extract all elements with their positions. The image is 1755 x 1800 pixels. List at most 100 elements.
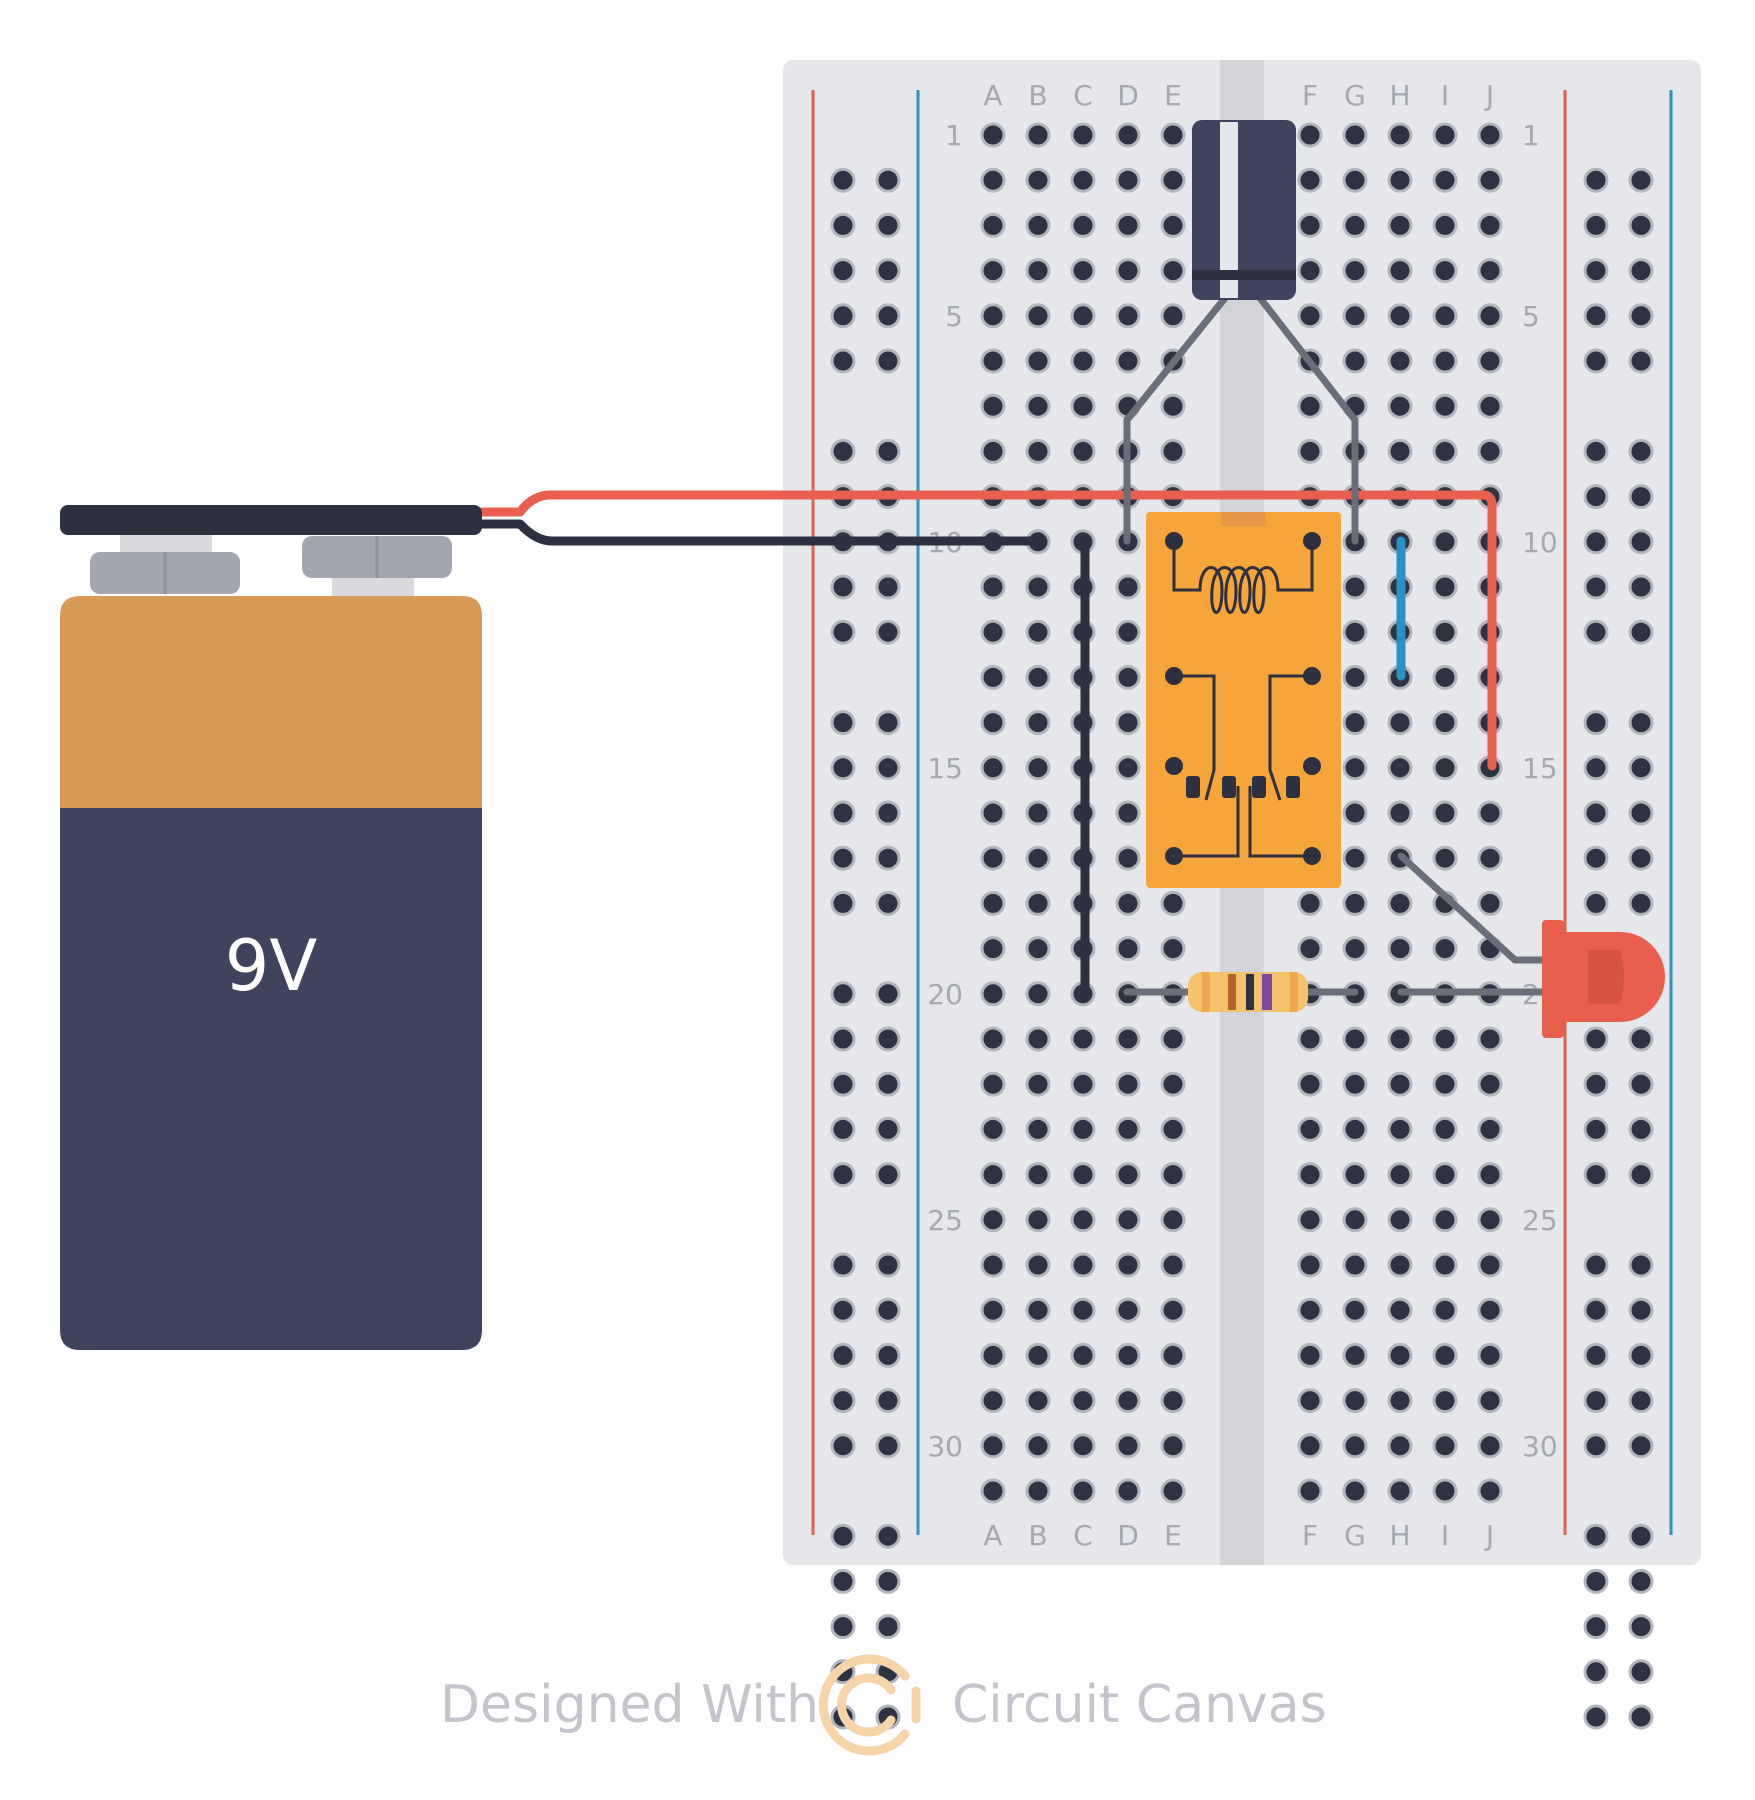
breadboard-hole[interactable] (1342, 619, 1368, 645)
breadboard-hole[interactable] (1297, 1162, 1323, 1188)
breadboard-hole[interactable] (1342, 936, 1368, 962)
breadboard-hole[interactable] (1070, 1071, 1096, 1097)
rail-hole[interactable] (875, 800, 901, 826)
breadboard-hole[interactable] (1160, 1026, 1186, 1052)
breadboard-hole[interactable] (1432, 755, 1458, 781)
breadboard-hole[interactable] (1387, 1116, 1413, 1142)
breadboard-hole[interactable] (1025, 1162, 1051, 1188)
breadboard-hole[interactable] (980, 619, 1006, 645)
rail-hole[interactable] (830, 574, 856, 600)
breadboard-hole[interactable] (1160, 1433, 1186, 1459)
breadboard-hole[interactable] (1387, 1252, 1413, 1278)
breadboard-hole[interactable] (1387, 122, 1413, 148)
breadboard-hole[interactable] (1432, 529, 1458, 555)
breadboard-hole[interactable] (1160, 1252, 1186, 1278)
breadboard-hole[interactable] (1297, 936, 1323, 962)
breadboard-hole[interactable] (1387, 1026, 1413, 1052)
rail-hole[interactable] (830, 1297, 856, 1323)
rail-hole[interactable] (830, 1162, 856, 1188)
rail-hole[interactable] (875, 258, 901, 284)
breadboard-hole[interactable] (1115, 303, 1141, 329)
rail-hole[interactable] (1628, 1568, 1654, 1594)
breadboard-hole[interactable] (1160, 1297, 1186, 1323)
breadboard-hole[interactable] (1115, 348, 1141, 374)
breadboard-hole[interactable] (1477, 212, 1503, 238)
rail-hole[interactable] (1628, 1026, 1654, 1052)
breadboard-hole[interactable] (1297, 1433, 1323, 1459)
rail-hole[interactable] (830, 1342, 856, 1368)
breadboard-hole[interactable] (1025, 710, 1051, 736)
breadboard-hole[interactable] (1342, 167, 1368, 193)
rail-hole[interactable] (875, 1162, 901, 1188)
breadboard-hole[interactable] (1115, 167, 1141, 193)
rail-hole[interactable] (1583, 212, 1609, 238)
rail-hole[interactable] (875, 348, 901, 374)
breadboard-hole[interactable] (980, 258, 1006, 284)
rail-hole[interactable] (830, 1523, 856, 1549)
breadboard-hole[interactable] (1342, 1071, 1368, 1097)
breadboard-hole[interactable] (1342, 1116, 1368, 1142)
rail-hole[interactable] (830, 890, 856, 916)
breadboard-hole[interactable] (1025, 1116, 1051, 1142)
breadboard-hole[interactable] (1477, 1026, 1503, 1052)
rail-hole[interactable] (1583, 1297, 1609, 1323)
rail-hole[interactable] (830, 1026, 856, 1052)
breadboard-hole[interactable] (980, 664, 1006, 690)
breadboard-hole[interactable] (1115, 258, 1141, 284)
rail-hole[interactable] (1583, 303, 1609, 329)
rail-hole[interactable] (1583, 845, 1609, 871)
breadboard-hole[interactable] (1070, 438, 1096, 464)
breadboard-hole[interactable] (1160, 1162, 1186, 1188)
rail-hole[interactable] (1583, 1568, 1609, 1594)
breadboard-hole[interactable] (1387, 167, 1413, 193)
breadboard-hole[interactable] (1160, 936, 1186, 962)
rail-hole[interactable] (1583, 710, 1609, 736)
breadboard-hole[interactable] (1025, 981, 1051, 1007)
breadboard-hole[interactable] (1115, 1252, 1141, 1278)
breadboard-hole[interactable] (1115, 710, 1141, 736)
rail-hole[interactable] (830, 348, 856, 374)
breadboard-hole[interactable] (1115, 1162, 1141, 1188)
breadboard-hole[interactable] (1477, 800, 1503, 826)
rail-hole[interactable] (875, 1026, 901, 1052)
rail-hole[interactable] (1583, 1162, 1609, 1188)
breadboard-hole[interactable] (1387, 1388, 1413, 1414)
rail-hole[interactable] (1583, 529, 1609, 555)
breadboard-hole[interactable] (1387, 303, 1413, 329)
breadboard-hole[interactable] (1342, 800, 1368, 826)
rail-hole[interactable] (830, 1388, 856, 1414)
rail-hole[interactable] (1628, 845, 1654, 871)
breadboard-hole[interactable] (1115, 936, 1141, 962)
breadboard-hole[interactable] (1477, 167, 1503, 193)
breadboard-hole[interactable] (1297, 303, 1323, 329)
breadboard-hole[interactable] (1025, 212, 1051, 238)
breadboard-hole[interactable] (1342, 348, 1368, 374)
breadboard-hole[interactable] (1297, 1071, 1323, 1097)
capacitor[interactable] (1123, 120, 1359, 545)
breadboard-hole[interactable] (1160, 212, 1186, 238)
rail-hole[interactable] (1628, 167, 1654, 193)
rail-hole[interactable] (875, 845, 901, 871)
breadboard-hole[interactable] (1297, 1116, 1323, 1142)
breadboard-hole[interactable] (980, 348, 1006, 374)
rail-hole[interactable] (1583, 1116, 1609, 1142)
breadboard-hole[interactable] (1025, 1207, 1051, 1233)
breadboard-hole[interactable] (1342, 1026, 1368, 1052)
breadboard-hole[interactable] (1432, 122, 1458, 148)
breadboard-hole[interactable] (1160, 1071, 1186, 1097)
rail-hole[interactable] (875, 1252, 901, 1278)
rail-hole[interactable] (1628, 1433, 1654, 1459)
breadboard-hole[interactable] (1297, 258, 1323, 284)
breadboard-hole[interactable] (1297, 393, 1323, 419)
breadboard-hole[interactable] (1432, 438, 1458, 464)
breadboard-hole[interactable] (1025, 574, 1051, 600)
breadboard-hole[interactable] (1477, 122, 1503, 148)
rail-hole[interactable] (830, 800, 856, 826)
breadboard-hole[interactable] (1432, 1252, 1458, 1278)
breadboard-hole[interactable] (1070, 1478, 1096, 1504)
breadboard-hole[interactable] (980, 167, 1006, 193)
breadboard-hole[interactable] (1432, 1388, 1458, 1414)
breadboard-hole[interactable] (1070, 1252, 1096, 1278)
rail-hole[interactable] (1628, 574, 1654, 600)
breadboard-hole[interactable] (1432, 212, 1458, 238)
